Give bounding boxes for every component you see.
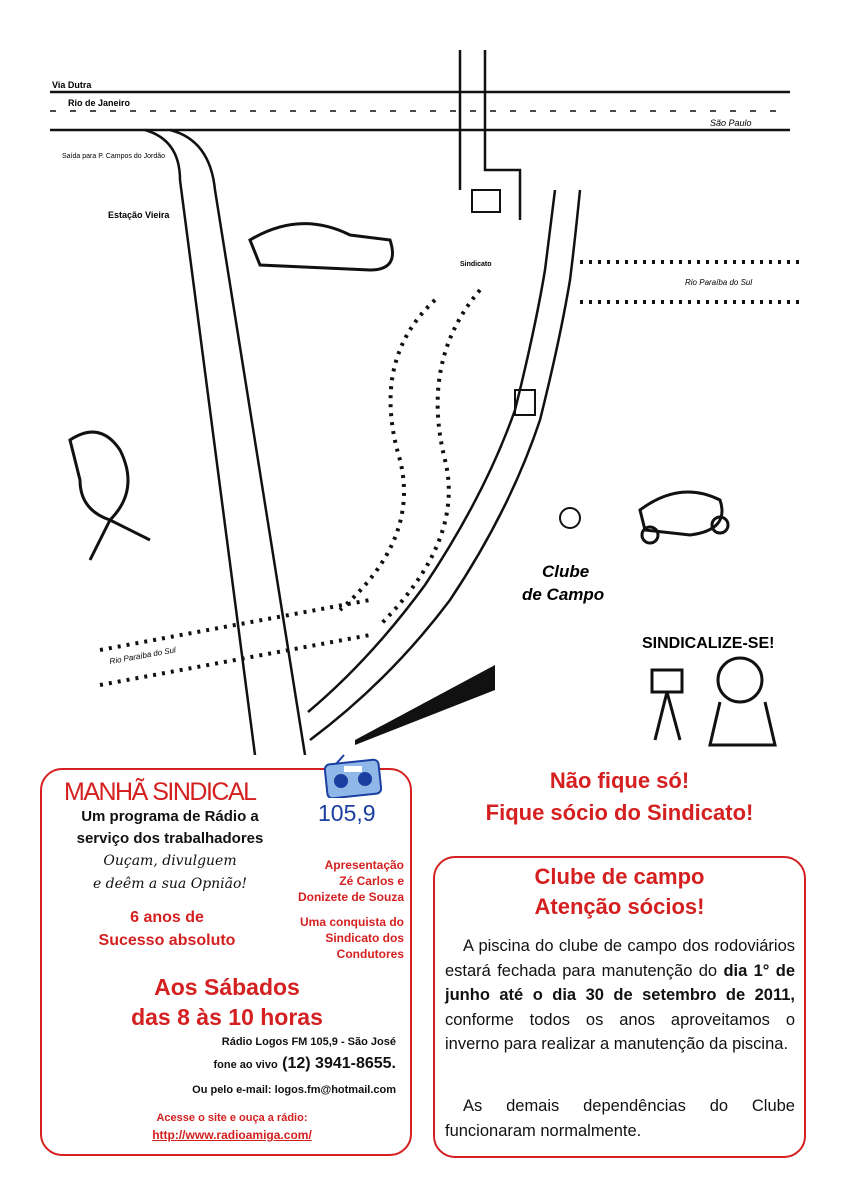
access-road xyxy=(458,50,522,220)
river-lines xyxy=(99,260,800,687)
conquest-line1: Uma conquista do xyxy=(299,915,404,929)
phone-line: fone ao vivo (12) 3941-8655. xyxy=(214,1055,397,1073)
success-line1: 6 anos de xyxy=(130,909,204,926)
cartoon-cameraman-illustration xyxy=(650,656,777,747)
program-subtitle-line2: serviço dos trabalhadores xyxy=(76,830,264,847)
schedule-line1: Aos Sábados xyxy=(154,974,300,1000)
rio-de-janeiro-label: Rio de Janeiro xyxy=(68,98,131,108)
radio-frequency: 105,9 xyxy=(318,800,376,826)
via-dutra-label: Via Dutra xyxy=(52,80,92,90)
sindicato-label: Sindicato xyxy=(460,261,492,268)
via-dutra-road xyxy=(50,90,790,132)
program-script-line1: Ouçam, divulguem xyxy=(103,853,237,869)
river-arrow xyxy=(355,665,495,745)
program-subtitle-line1: Um programa de Rádio a xyxy=(81,808,259,825)
club-title-line2: Atenção sócios! xyxy=(534,894,705,919)
slogan-line2: Fique sócio do Sindicato! xyxy=(485,800,754,825)
radio-icon xyxy=(323,754,383,800)
cartoon-driver-illustration xyxy=(638,490,730,545)
club-paragraph-1-dates: dia 1° de junho até o dia 30 de setembro… xyxy=(445,961,795,1005)
conquest-line2: Sindicato dos xyxy=(325,931,404,945)
conquest-line3: Condutores xyxy=(336,947,404,961)
club-title-line1: Clube de campo xyxy=(534,864,705,889)
cartoon-cart-illustration xyxy=(248,222,394,272)
estacao-label: Estação Vieira xyxy=(108,210,170,220)
clube-de-campo-label-1: Clube xyxy=(542,562,589,581)
presenters-line1: Apresentação xyxy=(324,858,404,872)
club-paragraph-1-end: conforme todos os anos aproveitamos o in… xyxy=(445,1010,795,1054)
sao-paulo-label: São Paulo xyxy=(710,118,752,128)
cartoon-runner-illustration xyxy=(68,430,151,561)
radio-program-box: MANHÃ SINDICAL 105,9 Um programa de Rádi… xyxy=(40,754,412,1156)
email-line: Ou pelo e-mail: logos.fm@hotmail.com xyxy=(192,1084,396,1096)
clube-de-campo-label-2: de Campo xyxy=(522,585,604,604)
club-notice-box: Clube de campo Atenção sócios! A piscina… xyxy=(433,856,806,1158)
schedule-line2: das 8 às 10 horas xyxy=(131,1004,323,1030)
main-avenue-road xyxy=(144,128,307,755)
club-road xyxy=(307,189,582,741)
club-paragraph-2: As demais dependências do Clube funciona… xyxy=(445,1097,795,1140)
club-paragraph-1-start: A piscina do clube de campo dos rodoviár… xyxy=(445,937,795,980)
slogan-line1: Não fique só! xyxy=(549,768,690,793)
phone-label: fone ao vivo xyxy=(213,1059,278,1071)
presenters-line3: Donizete de Souza xyxy=(297,890,404,904)
saida-label: Saída para P. Campos do Jordão xyxy=(62,153,165,160)
success-line2: Sucesso absoluto xyxy=(98,932,236,949)
site-link[interactable]: http://www.radioamiga.com/ xyxy=(152,1128,312,1142)
rio-paraiba-top-label: Rio Paraíba do Sul xyxy=(685,278,752,287)
program-script-line2: e deêm a sua Opnião! xyxy=(92,876,248,892)
presenters-line2: Zé Carlos e xyxy=(339,874,404,888)
station-info: Rádio Logos FM 105,9 - São José xyxy=(221,1036,396,1048)
program-title: MANHÃ SINDICAL xyxy=(64,778,257,806)
phone-number: (12) 3941-8655. xyxy=(282,1055,396,1072)
building-markers xyxy=(471,189,581,529)
sindicalize-label: SINDICALIZE-SE! xyxy=(642,635,774,652)
site-text: Acesse o site e ouça a rádio: xyxy=(156,1112,308,1124)
club-paragraph-1: A piscina do clube de campo dos rodoviár… xyxy=(445,934,795,1057)
location-map: Via Dutra Rio de Janeiro São Paulo Saída… xyxy=(50,50,800,755)
